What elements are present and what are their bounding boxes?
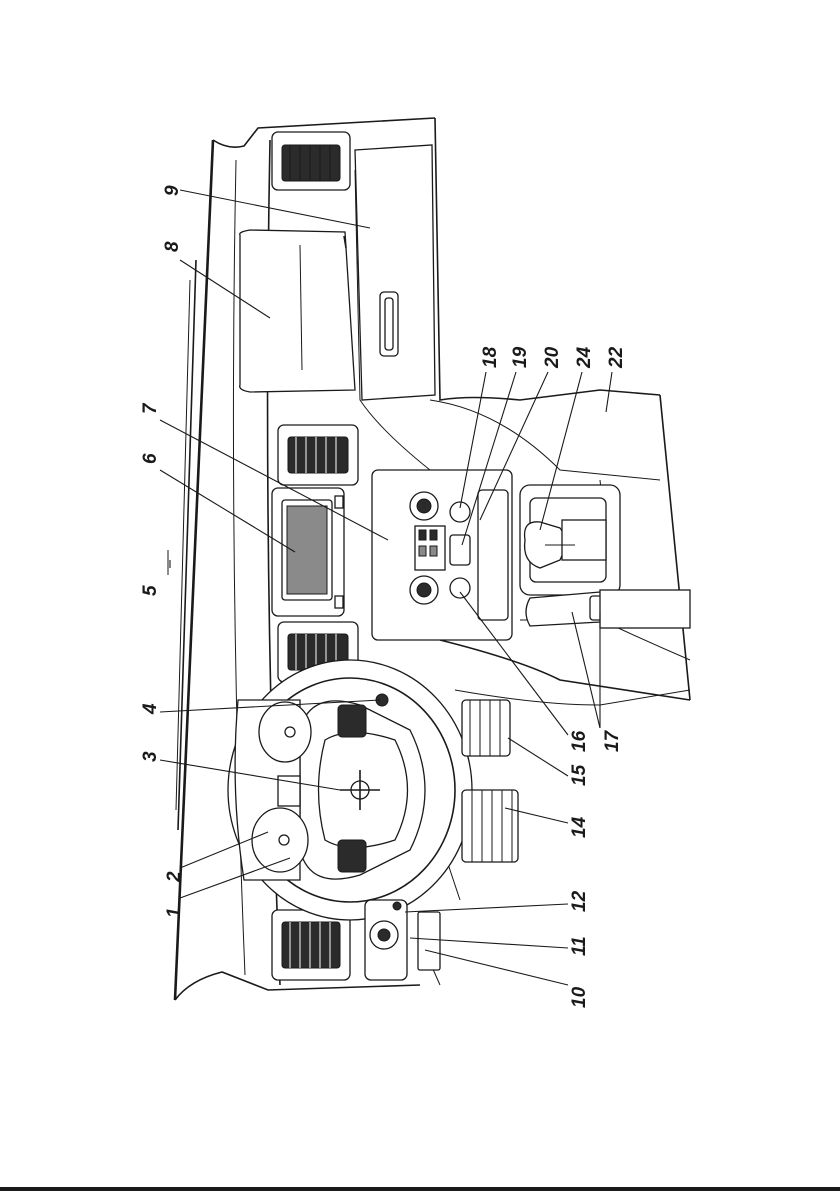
callout-14: 14 — [569, 816, 590, 838]
callout-16: 16 — [569, 730, 590, 752]
callout-22: 22 — [606, 346, 627, 369]
callout-17: 17 — [602, 729, 623, 752]
callout-9: 9 — [162, 185, 183, 196]
callout-11: 11 — [569, 936, 590, 956]
callout-20: 20 — [542, 346, 563, 369]
page-bottom-rule — [0, 1187, 840, 1191]
air-vent-center-right — [278, 425, 358, 485]
callout-5: 5 — [140, 585, 161, 596]
callout-10: 10 — [569, 986, 590, 1008]
callout-8: 8 — [162, 241, 183, 252]
instrument-cluster — [235, 700, 311, 880]
callout-19: 19 — [510, 346, 531, 368]
callout-4: 4 — [140, 703, 161, 715]
brake-pedal[interactable] — [462, 790, 518, 862]
air-vent-passenger-outer — [272, 132, 350, 190]
air-vent-driver-outer — [272, 910, 350, 980]
callout-1: 1 — [164, 907, 185, 918]
callout-3: 3 — [140, 751, 161, 762]
accelerator-pedal[interactable] — [462, 700, 510, 756]
callout-18: 18 — [480, 346, 501, 368]
gear-selector[interactable] — [520, 485, 620, 595]
light-switch-panel[interactable] — [365, 900, 440, 980]
callout-15: 15 — [569, 764, 590, 786]
callout-2: 2 — [164, 871, 185, 883]
callout-12: 12 — [569, 890, 590, 912]
passenger-airbag-cover — [240, 230, 355, 392]
callout-7: 7 — [140, 402, 161, 414]
callout-6: 6 — [140, 453, 161, 464]
multimedia-display-unit — [272, 488, 344, 616]
callout-24: 24 — [574, 346, 595, 369]
glovebox[interactable] — [355, 145, 435, 400]
parking-brake-lever[interactable] — [526, 590, 690, 628]
